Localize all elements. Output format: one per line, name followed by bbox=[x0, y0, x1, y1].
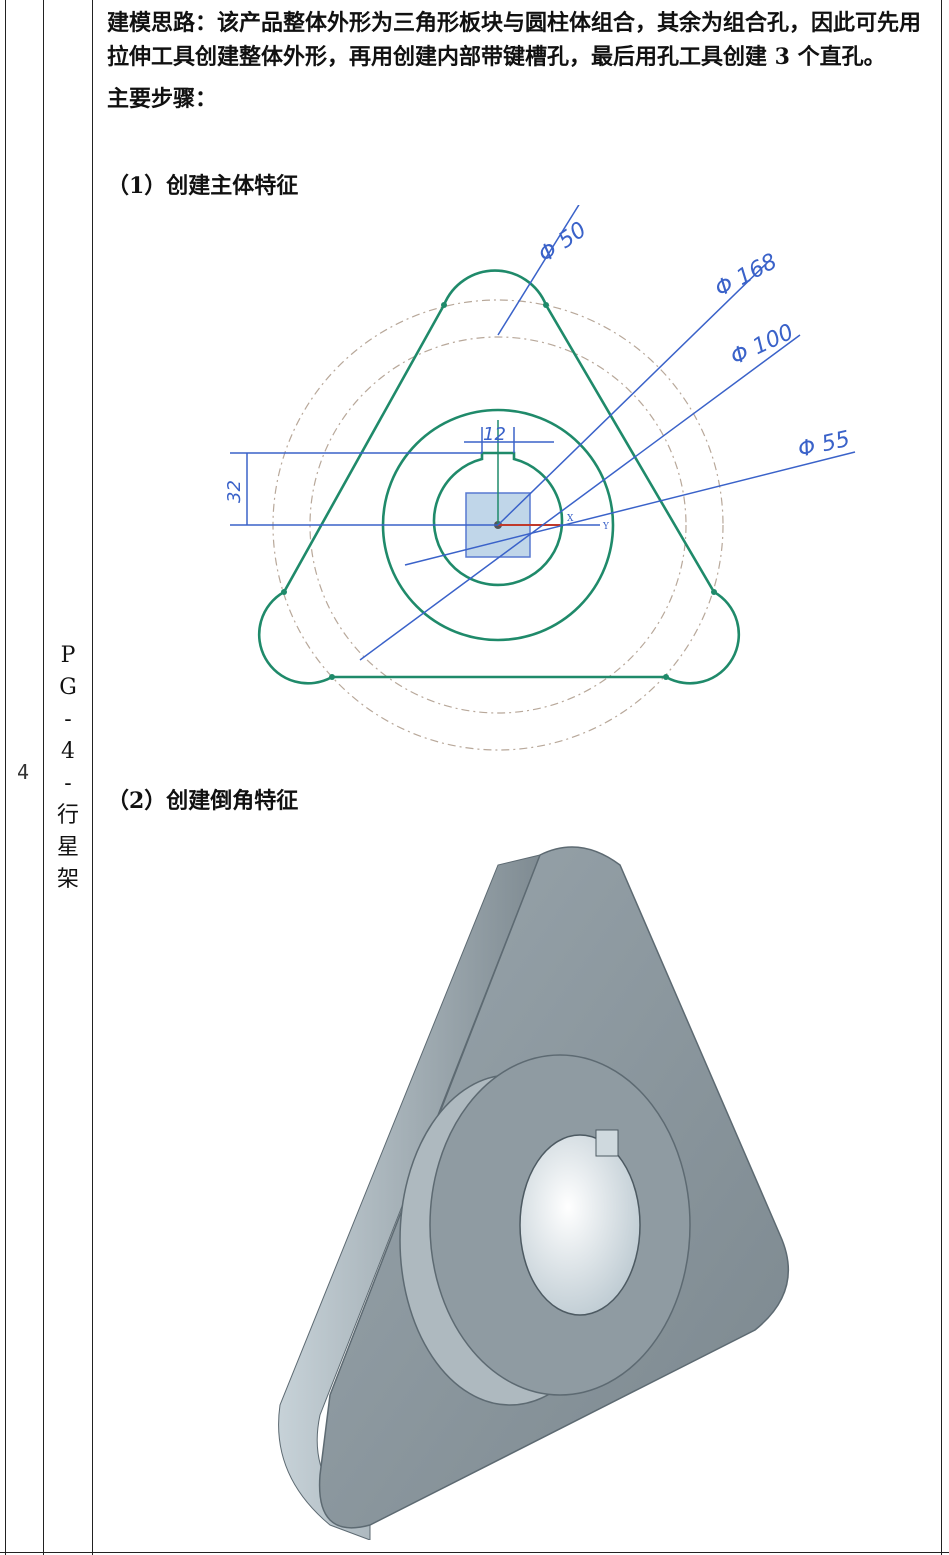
sketch-point bbox=[543, 302, 549, 308]
leader-d100 bbox=[359, 334, 801, 661]
dim-12: 12 bbox=[483, 424, 506, 445]
part-label-char: - bbox=[64, 707, 72, 732]
part-label-char: 4 bbox=[61, 739, 75, 764]
leader-d168 bbox=[497, 259, 771, 526]
step-1-heading: （1）创建主体特征 bbox=[107, 173, 299, 199]
construction-circle-inner bbox=[309, 336, 687, 714]
sketch-point bbox=[711, 589, 717, 595]
dim-d168: Φ 168 bbox=[711, 249, 781, 302]
model-render bbox=[278, 846, 790, 1540]
row-number: 4 bbox=[16, 760, 30, 784]
part-label-char: - bbox=[64, 771, 72, 796]
part-label-char: 星 bbox=[56, 835, 79, 860]
axis-y-label: Y bbox=[602, 522, 610, 532]
part-label-char: 行 bbox=[56, 803, 79, 828]
dim-d55: Φ 55 bbox=[796, 427, 853, 463]
leader-d55 bbox=[404, 451, 856, 566]
sketch-point bbox=[281, 589, 287, 595]
keyway-hole bbox=[432, 451, 564, 587]
dim-32: 32 bbox=[224, 480, 245, 503]
keyway-slot bbox=[595, 1129, 619, 1157]
dim-d50: Φ 50 bbox=[534, 217, 591, 267]
part-label: P G - 4 - 行 星 架 bbox=[48, 640, 88, 896]
leader-d50 bbox=[497, 205, 580, 336]
step-2-heading: （2）创建倒角特征 bbox=[107, 788, 299, 814]
table-border-right bbox=[941, 0, 942, 1555]
plate-side bbox=[278, 854, 541, 1540]
triangle-profile bbox=[257, 269, 741, 685]
sketch-point bbox=[441, 302, 447, 308]
axis-x-label: X bbox=[567, 514, 574, 524]
sketch-point bbox=[663, 674, 669, 680]
keyway-bore bbox=[519, 1134, 641, 1316]
sketch-drawing: X Y Φ 50 Φ 168 Φ 100 Φ 55 12 32 bbox=[224, 205, 856, 751]
table-border-left bbox=[5, 0, 6, 1555]
content-cell: 建模思路：该产品整体外形为三角形板块与圆柱体组合，其余为组合孔，因此可先用拉伸工… bbox=[107, 6, 935, 116]
part-label-char: 架 bbox=[56, 867, 79, 892]
part-label-char: G bbox=[59, 675, 77, 700]
modeling-idea: 建模思路：该产品整体外形为三角形板块与圆柱体组合，其余为组合孔，因此可先用拉伸工… bbox=[107, 10, 922, 70]
table-border-bottom bbox=[0, 1552, 949, 1553]
steps-title: 主要步骤： bbox=[107, 86, 218, 112]
sketch-point bbox=[329, 674, 335, 680]
table-divider-2 bbox=[92, 0, 93, 1555]
part-label-char: P bbox=[60, 643, 76, 668]
table-divider-1 bbox=[43, 0, 44, 1555]
